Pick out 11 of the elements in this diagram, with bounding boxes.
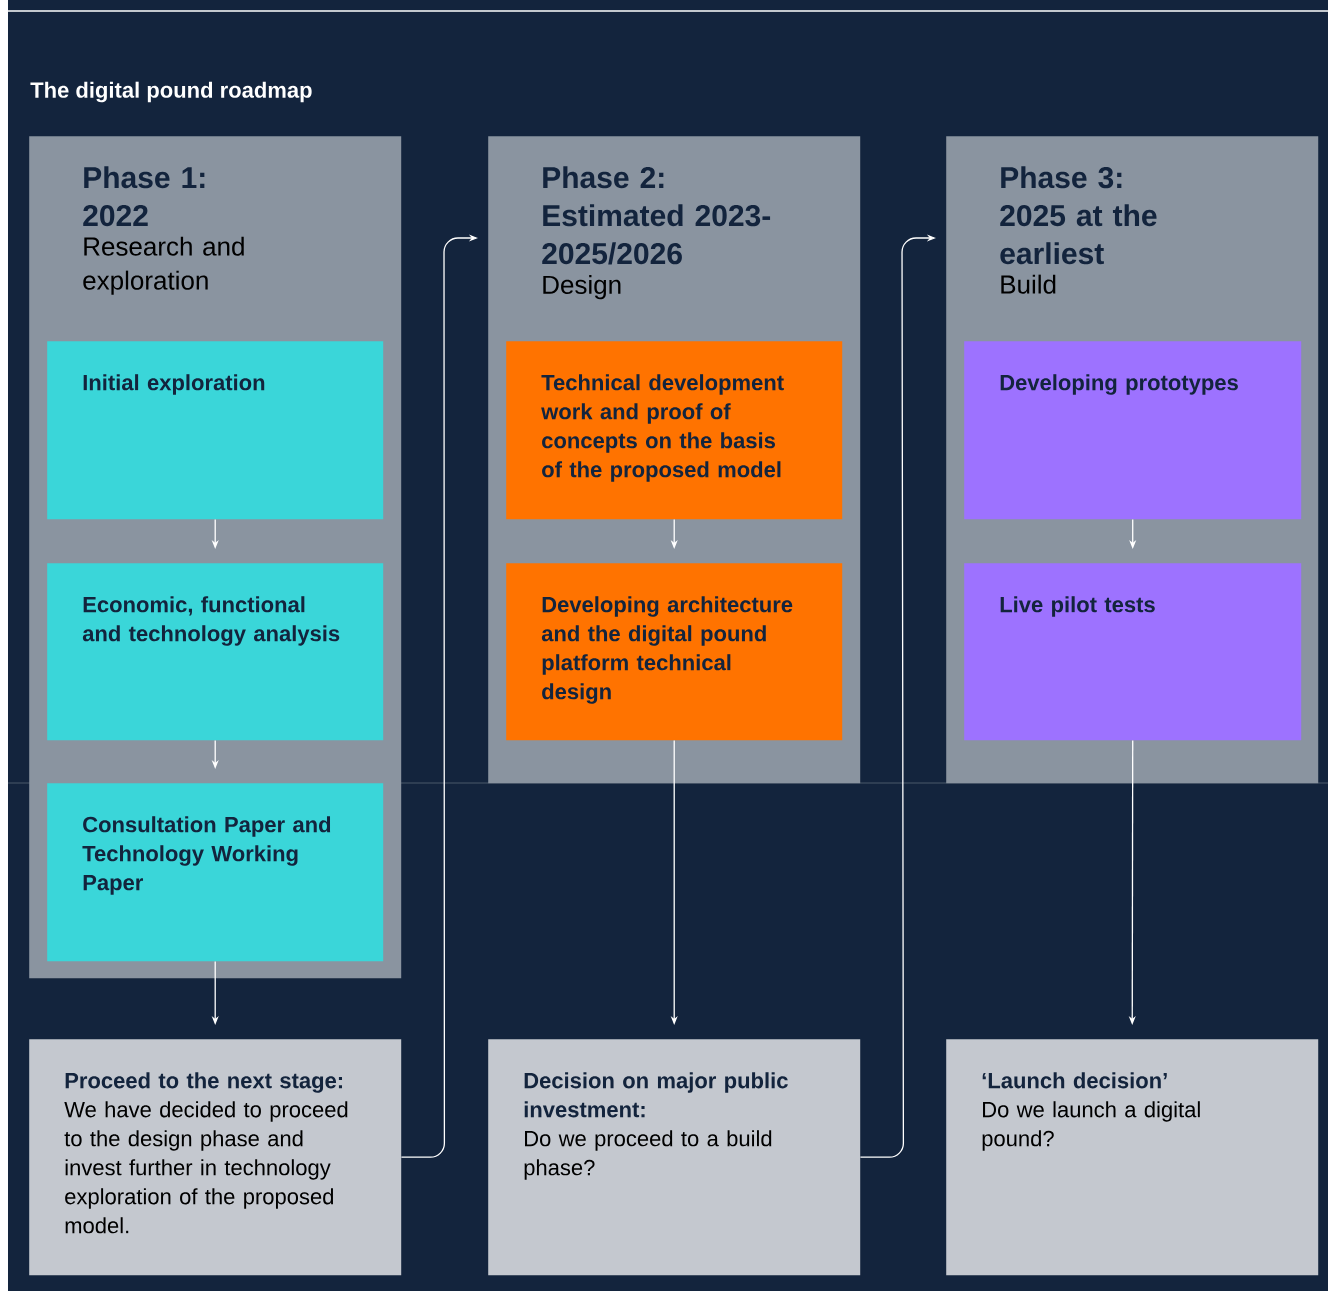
decision-box: Proceed to the next stage: We have decided to proceed to the design phase and invest further in technology exploration of the proposed model. — [29, 1039, 402, 1276]
step-box: Consultation Paper and Technology Working Paper — [47, 783, 384, 962]
title: The digital pound roadmap — [30, 81, 312, 103]
decision-box: ‘Launch decision’ Do we launch a digital pound? — [946, 1039, 1319, 1276]
step-box: Live pilot tests — [964, 563, 1302, 741]
step-box: Developing prototypes — [964, 341, 1302, 520]
step-box: Initial exploration — [47, 341, 384, 520]
step-box: Developing architecture and the digital pound platform technical design — [506, 563, 843, 741]
decision-box: Decision on major public investment: Do we proceed to a build phase? — [488, 1039, 861, 1276]
step-box: Technical development work and proof of concepts on the basis of the proposed model — [506, 341, 843, 520]
step-box: Economic, functional and technology analysis — [47, 563, 384, 741]
